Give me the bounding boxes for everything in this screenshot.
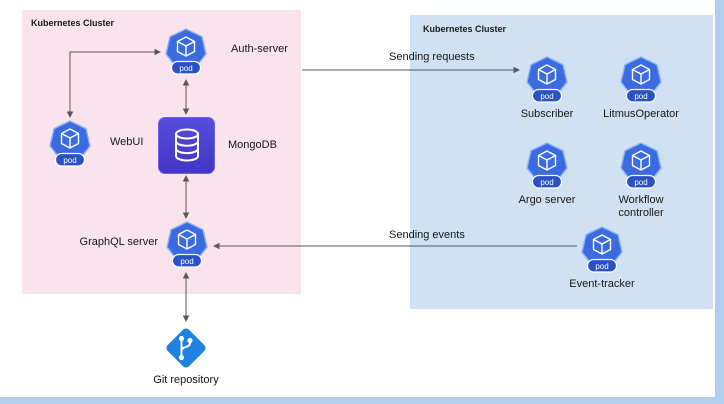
bottom-edge-bar bbox=[0, 397, 724, 404]
right-edge-bar bbox=[715, 0, 724, 404]
execution-cluster-label: Kubernetes Cluster bbox=[423, 24, 507, 34]
graphql-server-label: GraphQL server bbox=[79, 236, 158, 248]
argo-server-label: Argo server bbox=[518, 194, 576, 206]
auth-server-label: Auth-server bbox=[231, 43, 288, 55]
control-cluster-label: Kubernetes Cluster bbox=[31, 18, 115, 28]
subscriber-label: Subscriber bbox=[520, 108, 574, 120]
sending-events-label: Sending events bbox=[389, 229, 465, 241]
git-repository-icon bbox=[166, 328, 206, 368]
database-icon bbox=[174, 128, 199, 161]
workflow-controller-pod-icon bbox=[620, 142, 662, 189]
sending-requests-label: Sending requests bbox=[389, 51, 475, 63]
graphql-server-pod-icon bbox=[166, 221, 208, 268]
subscriber-pod-icon bbox=[526, 56, 568, 103]
litmus-operator-pod-icon bbox=[620, 56, 662, 103]
litmus-operator-label: LitmusOperator bbox=[603, 108, 679, 120]
mongodb-label: MongoDB bbox=[228, 139, 277, 151]
event-tracker-label: Event-tracker bbox=[569, 278, 635, 290]
mongodb-node bbox=[158, 117, 215, 174]
auth-server-pod-icon bbox=[165, 28, 207, 75]
git-repository-label: Git repository bbox=[153, 374, 219, 386]
event-tracker-pod-icon bbox=[581, 226, 623, 273]
argo-server-pod-icon bbox=[526, 142, 568, 189]
webui-pod-icon bbox=[49, 120, 91, 167]
webui-label: WebUI bbox=[110, 136, 144, 148]
workflow-controller-label: Workflow controller bbox=[618, 194, 664, 219]
